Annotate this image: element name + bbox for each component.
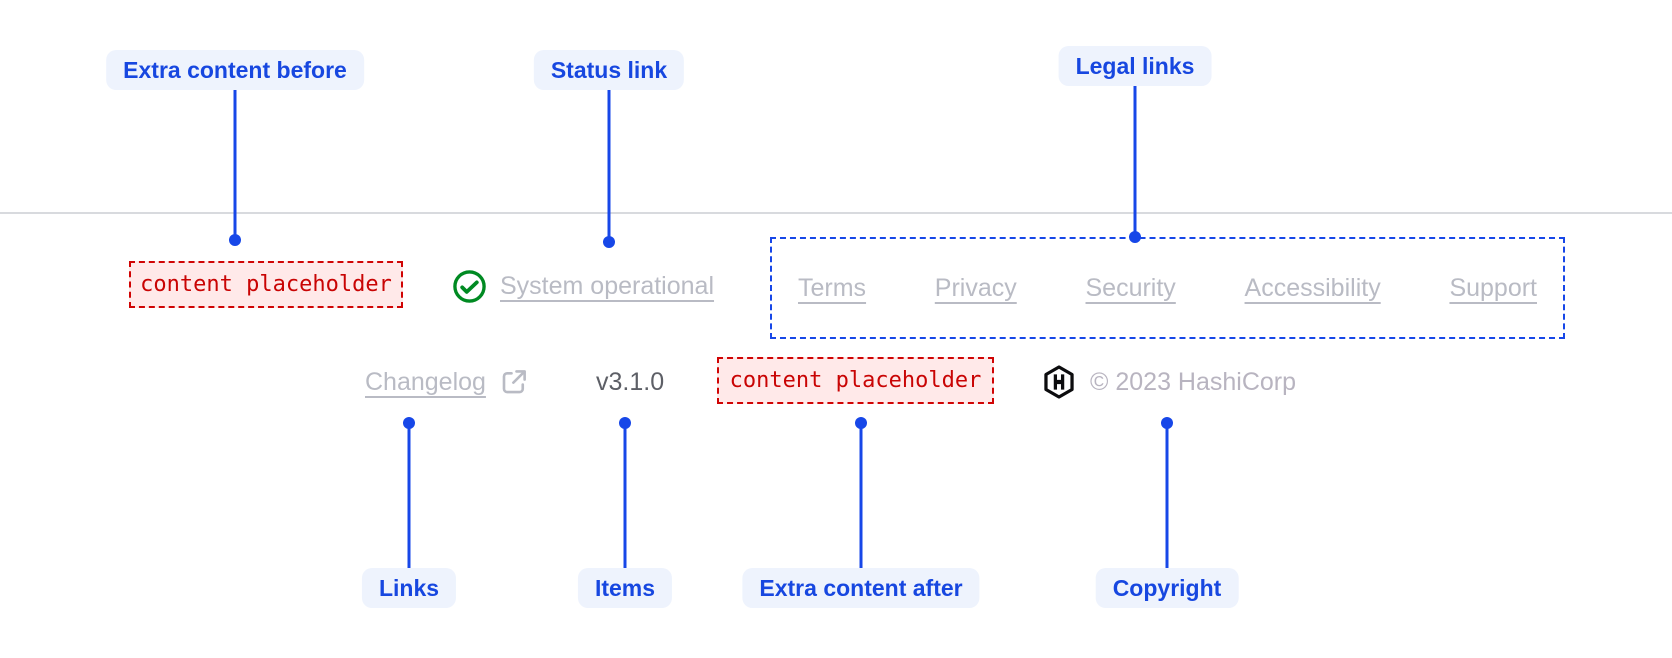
callout-links: Links <box>361 568 457 608</box>
callout-extra-content-before: Extra content before <box>106 50 364 90</box>
legal-link-security[interactable]: Security <box>1085 273 1176 302</box>
changelog-link[interactable]: Changelog <box>365 357 529 407</box>
legal-link-support[interactable]: Support <box>1449 273 1537 302</box>
copyright-label: © 2023 HashiCorp <box>1090 367 1297 396</box>
footer-item-version: v3.1.0 <box>596 357 664 407</box>
status-link-label[interactable]: System operational <box>500 271 715 300</box>
external-link-icon <box>499 367 529 397</box>
callout-copyright: Copyright <box>1095 568 1239 608</box>
footer-top-divider <box>0 212 1672 214</box>
callout-line <box>233 90 237 240</box>
legal-link-privacy[interactable]: Privacy <box>934 273 1017 302</box>
check-circle-icon <box>452 269 487 304</box>
callout-line <box>1165 423 1169 568</box>
callout-line <box>859 423 863 568</box>
legal-link-accessibility[interactable]: Accessibility <box>1244 273 1381 302</box>
status-link[interactable]: System operational <box>452 261 714 311</box>
callout-dot <box>229 234 241 246</box>
callout-line <box>407 423 411 568</box>
callout-legal-links: Legal links <box>1058 46 1212 86</box>
callout-items: Items <box>577 568 673 608</box>
callout-status-link: Status link <box>533 50 685 90</box>
legal-links-container: Terms Privacy Security Accessibility Sup… <box>770 237 1565 339</box>
changelog-link-label[interactable]: Changelog <box>365 367 486 396</box>
legal-link-terms[interactable]: Terms <box>798 273 867 302</box>
callout-dot <box>603 236 615 248</box>
version-label: v3.1.0 <box>596 367 665 396</box>
copyright: © 2023 HashiCorp <box>1042 357 1296 407</box>
callout-line <box>607 90 611 242</box>
hashicorp-logo-icon <box>1042 365 1076 399</box>
callout-extra-content-after: Extra content after <box>742 568 980 608</box>
callout-line <box>1133 86 1137 237</box>
callout-line <box>623 423 627 568</box>
extra-content-before-placeholder: content placeholder <box>129 261 403 308</box>
extra-content-after-placeholder: content placeholder <box>717 357 994 404</box>
